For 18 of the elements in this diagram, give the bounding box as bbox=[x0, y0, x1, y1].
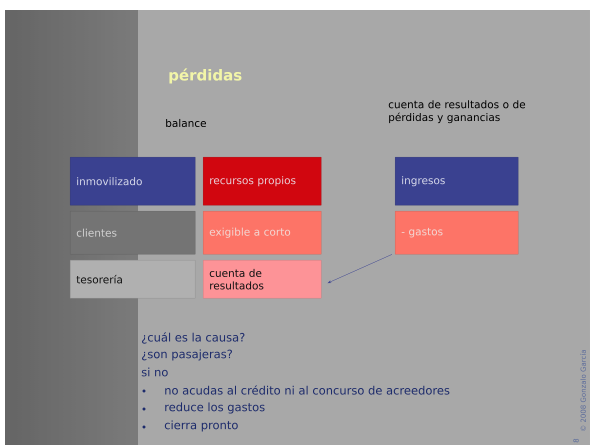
table-heading: cuenta de resultados o de pérdidas y ganancias bbox=[388, 100, 526, 124]
list-text: ¿cuál es la causa? bbox=[142, 332, 244, 344]
table-heading: balance bbox=[166, 118, 206, 128]
account-box: exigible a corto bbox=[203, 211, 322, 254]
list-text: reduce los gastos bbox=[165, 402, 265, 414]
account-box: cuenta de resultados bbox=[203, 260, 322, 298]
account-box: ingresos bbox=[395, 157, 518, 206]
account-box: clientes bbox=[70, 211, 196, 254]
list-text: si no bbox=[142, 368, 168, 376]
slide-title: pérdidas bbox=[169, 68, 242, 84]
arrow bbox=[328, 254, 392, 284]
account-box: recursos propios bbox=[203, 157, 322, 206]
list-text: cierra pronto bbox=[164, 420, 238, 432]
list-text: ¿son pasajeras? bbox=[142, 349, 232, 361]
account-box: inmovilizado bbox=[70, 157, 196, 206]
account-box: - gastos bbox=[395, 211, 518, 254]
account-box: tesorería bbox=[70, 260, 196, 298]
list-text: no acudas al crédito ni al concurso de acreedores bbox=[165, 385, 450, 395]
